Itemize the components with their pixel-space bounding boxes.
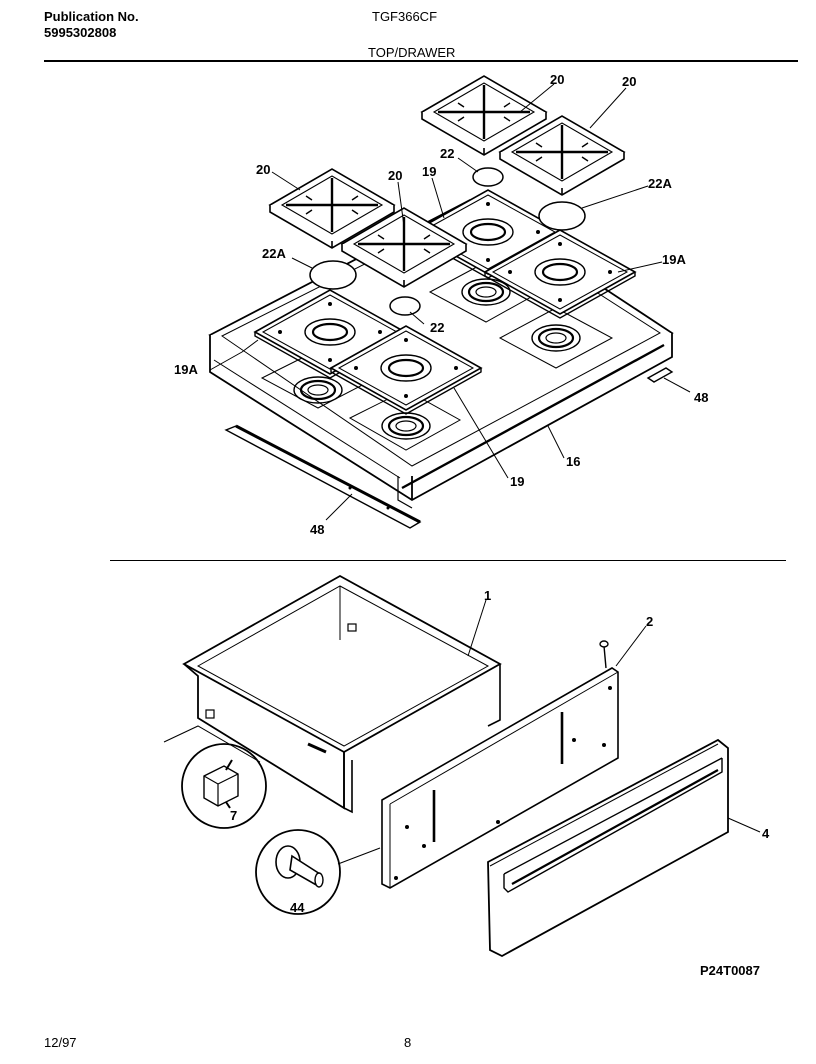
callout-4: 4 — [762, 826, 770, 841]
publication-number: 5995302808 — [44, 25, 117, 40]
callout-44: 44 — [290, 900, 305, 915]
trim-strip-front — [224, 424, 422, 529]
callout-22-a: 22 — [440, 146, 454, 161]
publication-label: Publication No. — [44, 9, 139, 24]
footer-page: 8 — [404, 1035, 412, 1050]
drawer-back-panel — [381, 640, 619, 889]
callout-19-a: 19 — [422, 164, 436, 179]
header-rule — [44, 60, 798, 62]
callout-22-b: 22 — [430, 320, 444, 335]
detail-circle-7 — [181, 743, 267, 829]
detail-circle-44 — [255, 829, 341, 915]
model-number: TGF366CF — [372, 9, 438, 24]
callout-7: 7 — [230, 808, 237, 823]
callout-19A-a: 19A — [662, 252, 686, 267]
callout-20-c: 20 — [256, 162, 270, 177]
callout-20-b: 20 — [622, 74, 636, 89]
callout-48-b: 48 — [310, 522, 324, 537]
trim-strip-side — [646, 367, 674, 383]
callout-19A-b: 19A — [174, 362, 198, 377]
section-title: TOP/DRAWER — [368, 45, 456, 60]
callout-1: 1 — [484, 588, 491, 603]
callout-20-a: 20 — [550, 72, 564, 87]
callout-20-d: 20 — [388, 168, 402, 183]
callout-19-b: 19 — [510, 474, 524, 489]
callout-48-a: 48 — [694, 390, 708, 405]
drawer-front-panel — [487, 738, 729, 958]
footer-date: 12/97 — [44, 1035, 77, 1050]
section-divider — [110, 560, 786, 561]
drawer-box — [182, 574, 502, 814]
drawing-id: P24T0087 — [700, 963, 760, 978]
leader-lines — [163, 83, 761, 865]
callout-16: 16 — [566, 454, 580, 469]
callout-22A-b: 22A — [262, 246, 286, 261]
burner-caps — [309, 167, 586, 316]
callout-2: 2 — [646, 614, 653, 629]
callout-22A-a: 22A — [648, 176, 672, 191]
